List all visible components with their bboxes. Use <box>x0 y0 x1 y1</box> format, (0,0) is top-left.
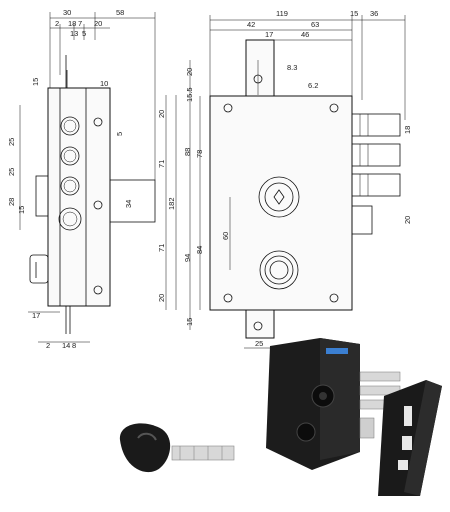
dim-17: 17 <box>32 311 40 320</box>
dim-60: 60 <box>221 232 230 240</box>
dim-88: 88 <box>183 148 192 156</box>
dim-8: 8 <box>72 341 76 350</box>
dim-25-bottom: 25 <box>255 339 263 348</box>
dim-15-front-bottom: 15 <box>185 318 194 326</box>
dim-15-5: 15.5 <box>185 87 194 102</box>
front-handle-spindle <box>259 250 299 290</box>
dim-20-r2: 20 <box>157 294 166 302</box>
dim-5-right: 5 <box>115 132 124 136</box>
side-cylinder-housing <box>109 179 156 223</box>
dim-84: 84 <box>195 246 204 254</box>
dim-36: 36 <box>370 9 378 18</box>
key-head <box>119 423 171 473</box>
dim-25-a: 25 <box>7 138 16 146</box>
dim-2-bottom: 2 <box>46 341 50 350</box>
dim-20-front-left: 20 <box>185 68 194 76</box>
dim-15-front: 15 <box>350 9 358 18</box>
dim-18: 18 <box>68 19 76 28</box>
dim-14: 14 <box>62 341 70 350</box>
dim-5: 5 <box>82 29 86 38</box>
key-blade <box>171 445 235 461</box>
dim-10: 10 <box>100 79 108 88</box>
dim-6-2: 6.2 <box>308 81 318 90</box>
side-view: 30 58 2 18 7 13 5 20 15 <box>7 8 177 350</box>
dim-71-a: 71 <box>157 160 166 168</box>
dim-94: 94 <box>183 254 192 262</box>
side-bolts <box>58 116 103 295</box>
side-handle-left <box>35 175 49 217</box>
dim-13: 13 <box>70 29 78 38</box>
dim-30: 30 <box>63 8 71 17</box>
dim-2: 2 <box>55 19 59 28</box>
front-cylinder <box>258 176 300 218</box>
dim-182: 182 <box>167 197 176 210</box>
dim-28: 28 <box>7 198 16 206</box>
dim-34: 34 <box>124 200 133 208</box>
dim-20-r1: 20 <box>157 110 166 118</box>
dim-63: 63 <box>311 20 319 29</box>
dim-58: 58 <box>116 8 124 17</box>
front-bottom-tab <box>245 309 275 339</box>
dim-78: 78 <box>195 150 204 158</box>
dim-18-right: 18 <box>403 126 412 134</box>
dim-8-3: 8.3 <box>287 63 297 72</box>
dim-25-b: 25 <box>7 168 16 176</box>
dim-7: 7 <box>78 19 82 28</box>
front-bolts <box>351 113 401 235</box>
front-view: 119 15 36 42 63 17 46 8.3 6.2 60 <box>183 9 412 349</box>
dim-71-b: 71 <box>157 244 166 252</box>
side-faceplate <box>47 87 111 307</box>
front-lock-case <box>209 95 353 311</box>
dim-46: 46 <box>301 30 309 39</box>
dim-42: 42 <box>247 20 255 29</box>
dim-20-top: 20 <box>94 19 102 28</box>
dim-15-b: 15 <box>17 206 26 214</box>
lock-product-photo <box>266 338 442 496</box>
dim-20-right: 20 <box>403 216 412 224</box>
dim-119: 119 <box>276 9 288 18</box>
front-top-tab <box>245 39 275 97</box>
key-illustration <box>119 423 235 473</box>
dim-17-front: 17 <box>265 30 273 39</box>
dim-15-left: 15 <box>31 78 40 86</box>
